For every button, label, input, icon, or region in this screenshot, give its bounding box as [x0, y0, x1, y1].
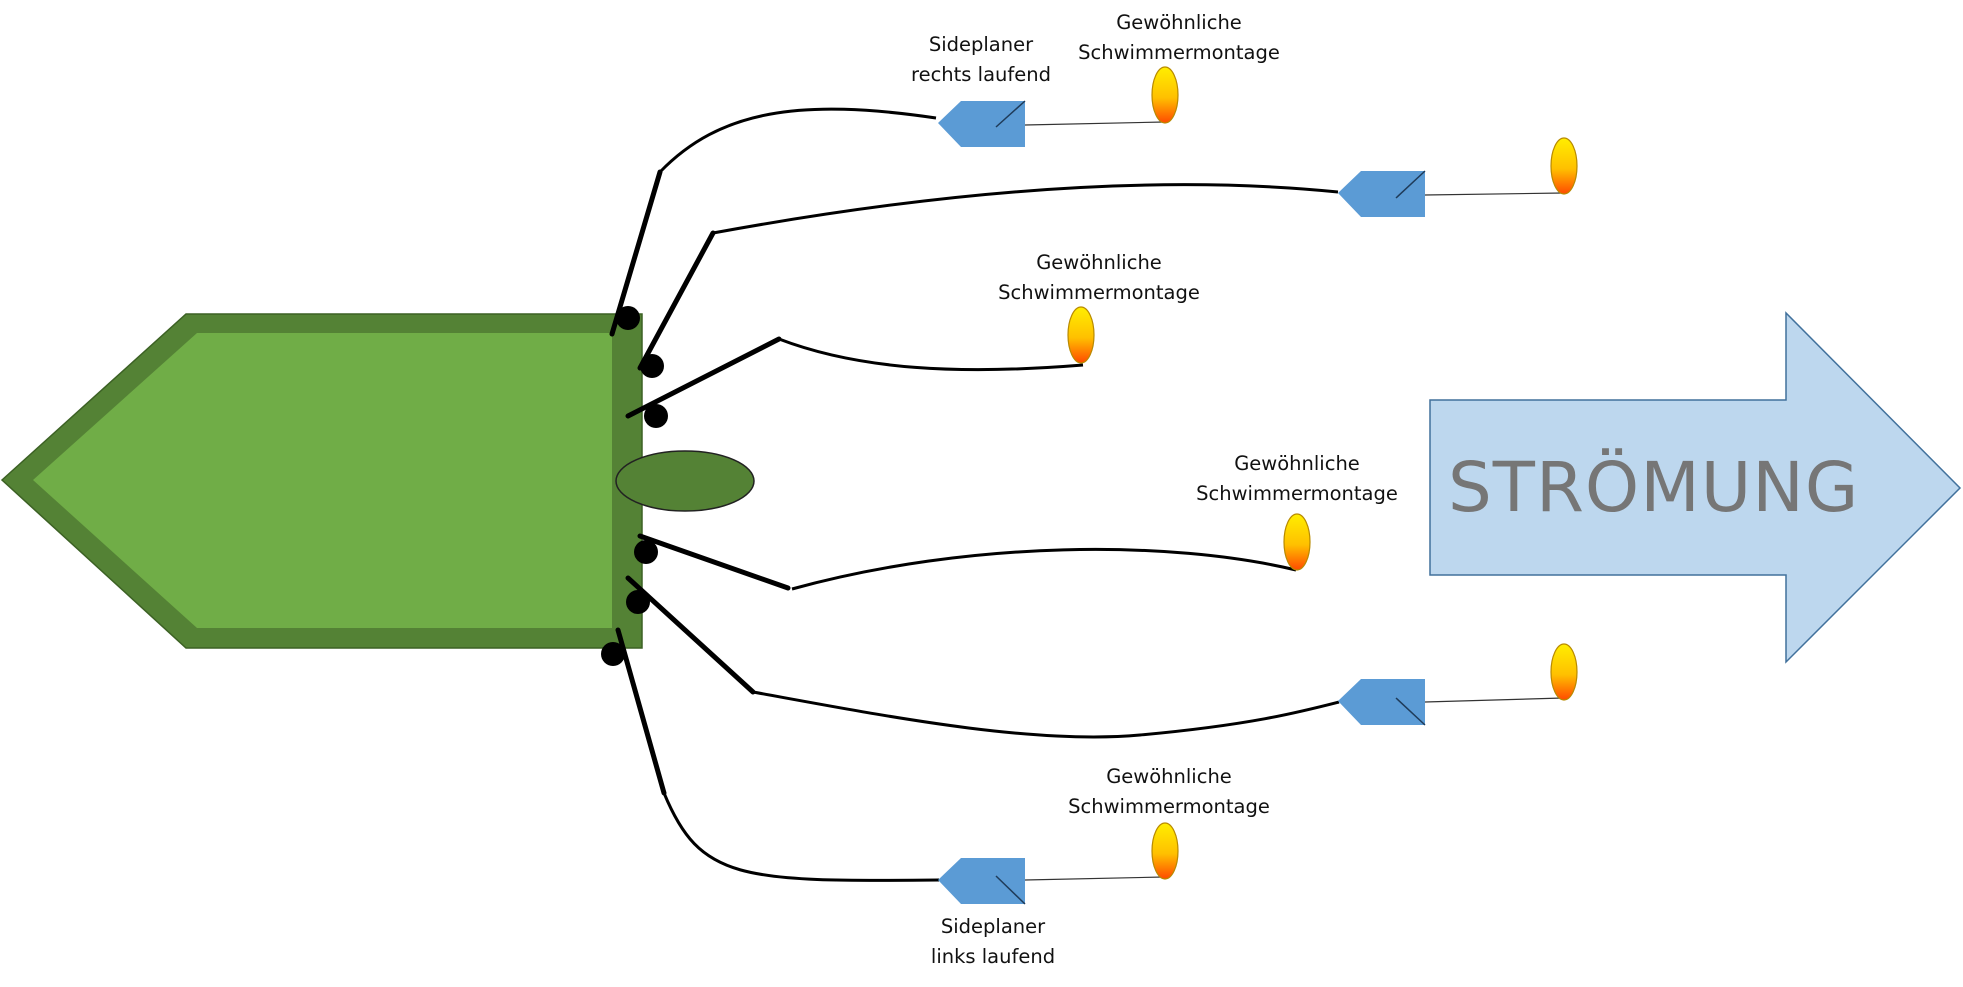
float-icon	[1151, 822, 1179, 880]
sideplaner-right-label: Sideplaner rechts laufend	[911, 33, 1051, 86]
sideplaner-icon	[1338, 679, 1426, 726]
sideplaner-icon	[938, 858, 1026, 905]
motor-oval	[615, 450, 755, 512]
leader-lines	[1024, 121, 1564, 881]
boat-shape	[0, 313, 643, 649]
rod-holder-icon	[644, 404, 668, 428]
sideplaner-icon	[1338, 170, 1426, 217]
float-rig-label-bottom: Gewöhnliche Schwimmermontage	[1068, 765, 1270, 818]
flow-arrow-icon	[1429, 311, 1962, 664]
float-icon	[1283, 513, 1311, 571]
rod-holder-icon	[640, 354, 664, 378]
rod-holders	[601, 306, 668, 666]
float-icon	[1550, 643, 1578, 701]
rod-holder-icon	[634, 540, 658, 564]
rod-holder-icon	[616, 306, 640, 330]
float-rig-label-lower: Gewöhnliche Schwimmermontage	[1196, 452, 1398, 505]
rod-holder-icon	[601, 642, 625, 666]
float-icon	[1550, 137, 1578, 195]
rod-holder-icon	[626, 590, 650, 614]
sideplaner-left-label: Sideplaner links laufend	[930, 915, 1056, 968]
float-icon	[1067, 306, 1095, 364]
flow-label: STRÖMUNG	[1448, 448, 1860, 528]
float-icon	[1151, 66, 1179, 124]
float-rig-label-middle: Gewöhnliche Schwimmermontage	[998, 251, 1200, 304]
floats	[1067, 66, 1578, 880]
float-rig-label-top: Gewöhnliche Schwimmermontage	[1078, 11, 1280, 64]
fishing-lines	[658, 107, 1340, 882]
sideplaner-icon	[938, 100, 1026, 147]
rods	[609, 169, 791, 796]
